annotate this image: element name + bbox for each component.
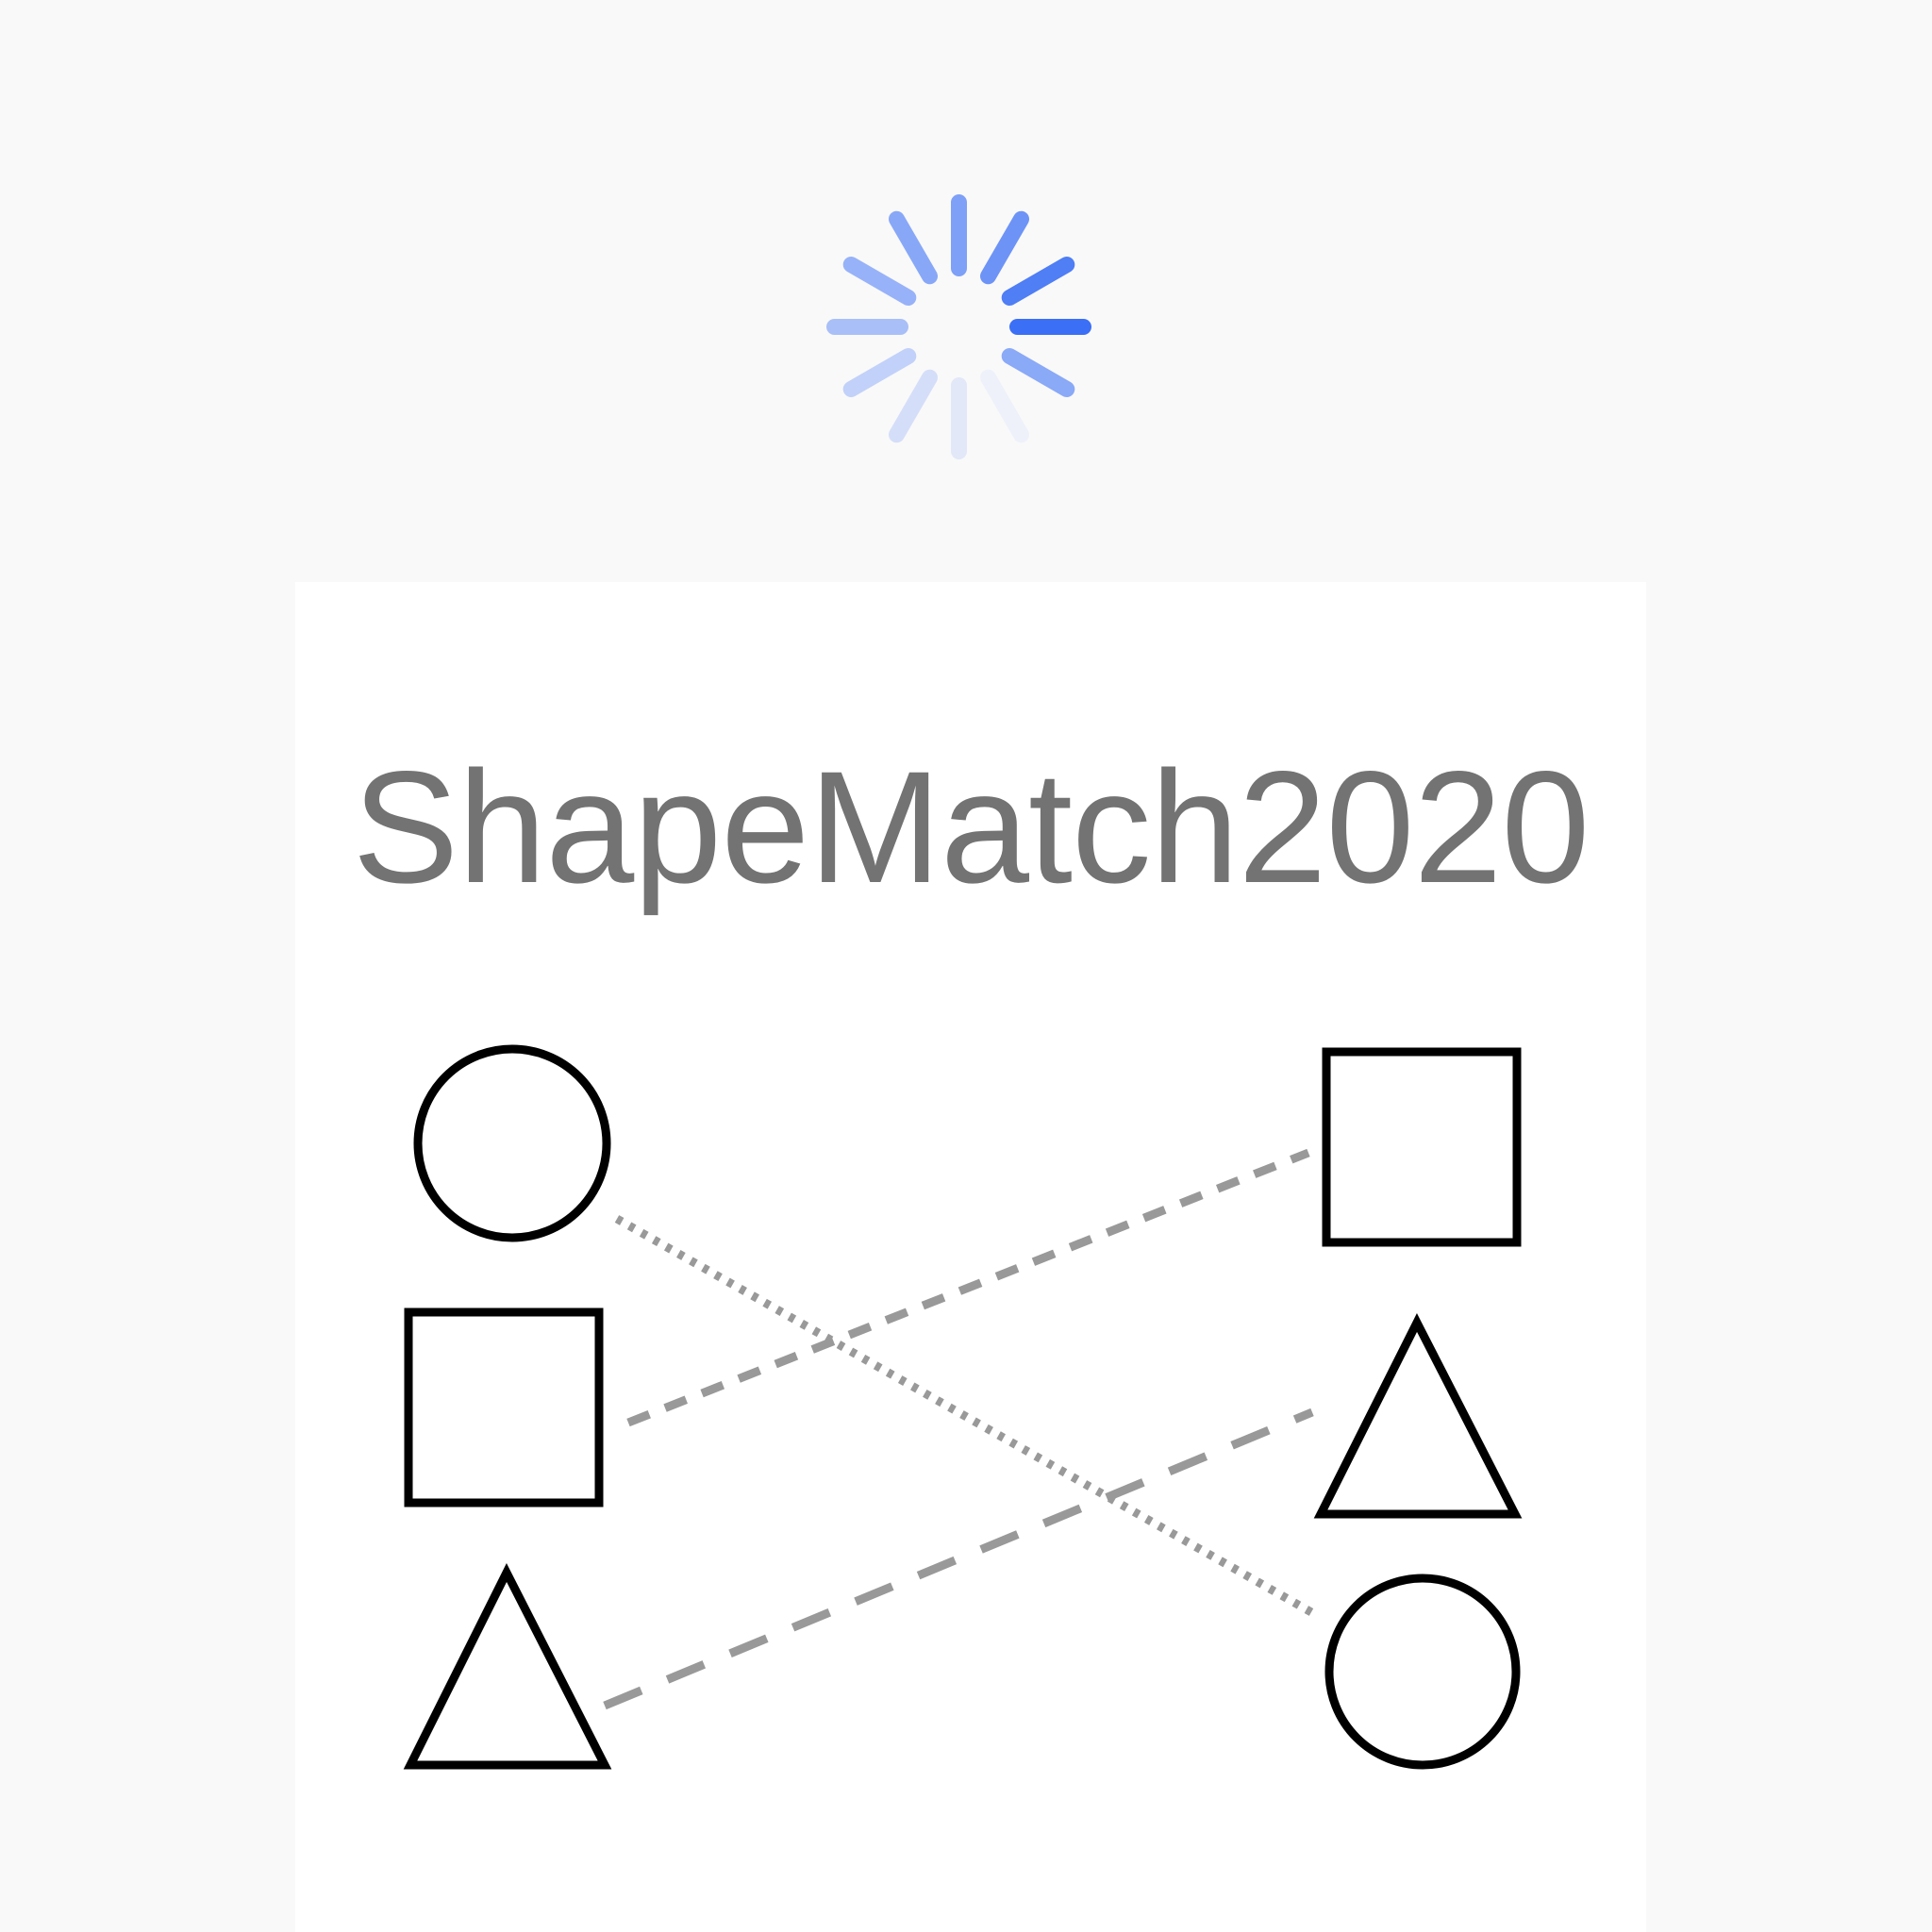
splash-card: ShapeMatch2020 [295,582,1646,1932]
spinner-spoke [1001,257,1075,306]
spinner-spoke [889,210,938,285]
shape-match-diagram [403,1044,1523,1770]
spinner-spoke [980,210,1029,285]
left-circle-shape [413,1044,611,1242]
right-circle-shape [1324,1574,1521,1770]
right-square-shape [1322,1047,1522,1247]
left-square-shape [404,1307,604,1507]
loading-spinner-icon [826,194,1091,459]
spinner-spoke [980,369,1029,443]
match-line-triangle [603,1407,1314,1710]
spinner-spoke [1001,348,1075,397]
spinner-spoke [842,257,917,306]
right-triangle-shape [1313,1313,1523,1519]
spinner-spoke [889,369,938,443]
spinner-spoke [842,348,917,397]
left-triangle-shape [403,1563,612,1770]
match-line-circle [614,1215,1314,1616]
app-title: ShapeMatch2020 [352,738,1591,916]
match-line-square [626,1148,1310,1427]
